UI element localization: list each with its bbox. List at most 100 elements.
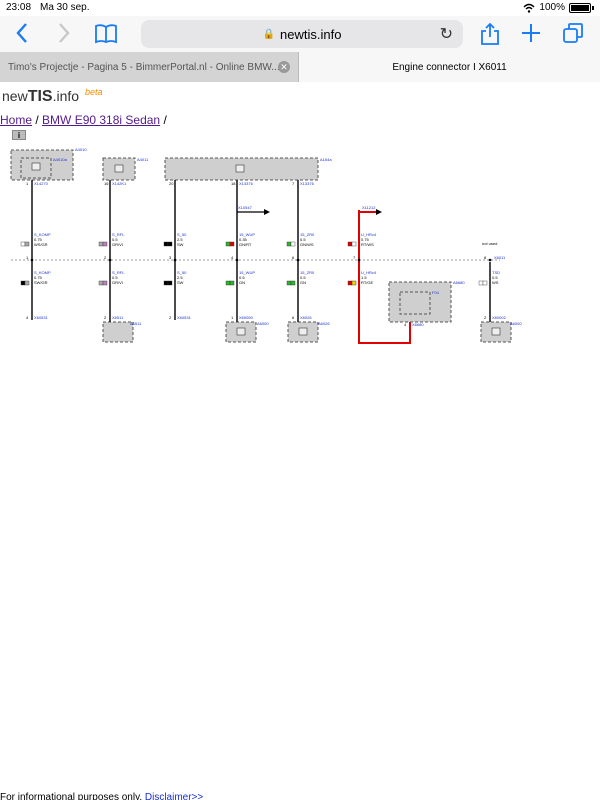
wire-color-swatch <box>286 280 292 286</box>
wire-color-swatch <box>482 280 488 286</box>
pin-number: 2 <box>484 315 487 320</box>
close-icon[interactable]: ✕ <box>278 61 290 73</box>
wiring-diagram: A4010 A4010a A4011 A164a X10547 X11212 A… <box>10 147 522 344</box>
not-used-note: not used <box>482 241 497 246</box>
component-label: F04 <box>432 290 440 295</box>
signal-label: S_50 <box>177 232 187 237</box>
wire-color-code: RT/GE <box>361 280 373 285</box>
connector-pin-dot <box>173 258 177 262</box>
signal-label: S_KOMP <box>34 270 51 275</box>
wifi-icon <box>523 3 535 13</box>
wire-color-swatch <box>351 280 357 286</box>
signal-label: TSD <box>492 270 500 275</box>
component-label: A6680 <box>453 280 465 285</box>
component-label: A164a <box>320 157 332 162</box>
pin-number: 20 <box>169 181 174 186</box>
chevron-right-icon[interactable] <box>58 22 70 49</box>
wire-size: 0.35 <box>239 237 248 242</box>
tab-bimmerportal[interactable]: Timo's Projectje - Pagina 5 - BimmerPort… <box>0 52 299 82</box>
browser-toolbar: 🔒 newtis.info ↻ <box>0 16 600 52</box>
wire-color-code: GN <box>239 280 245 285</box>
wire-size: 0.5 <box>300 275 306 280</box>
tabs-icon[interactable] <box>562 22 584 49</box>
wire-size: 0.75 <box>34 237 43 242</box>
wire-u-hrv4-red[interactable] <box>358 210 411 344</box>
component-symbol <box>491 327 501 336</box>
wire-color-swatch <box>102 241 108 247</box>
signal-label: 15_ZR0 <box>300 232 315 237</box>
wire-size: 2.5 <box>177 275 183 280</box>
signal-label: 15_WUP <box>239 270 255 275</box>
pin-number: 4 <box>26 315 29 320</box>
connector-label: X13376 <box>300 181 315 186</box>
wire-color-swatch <box>225 241 231 247</box>
wire-size: 2.5 <box>177 237 183 242</box>
signal-label: 15_WUP <box>239 232 255 237</box>
reload-icon[interactable]: ↻ <box>439 26 453 43</box>
chevron-left-icon[interactable] <box>16 22 28 49</box>
status-bar: 23:08 Ma 30 sep. 100% <box>0 0 600 16</box>
info-icon[interactable]: i <box>12 130 26 140</box>
wire-color-code: WS/GR <box>34 242 48 247</box>
tab-engine-connector[interactable]: Engine connector I X6011 <box>299 52 600 82</box>
connector-label: X6011 <box>494 255 506 260</box>
connector-pin-dot <box>108 258 112 262</box>
component-symbol <box>236 327 246 336</box>
logo-suffix: .info <box>52 88 80 104</box>
pin-number: 2 <box>104 315 107 320</box>
wire-color-code: GR/VI <box>112 280 123 285</box>
signal-label: S_RFL <box>112 232 125 237</box>
wire-color-swatch <box>229 280 235 286</box>
wire-size: 0.75 <box>34 275 43 280</box>
wire-color-swatch <box>167 280 173 286</box>
share-icon[interactable] <box>480 22 500 51</box>
wire-color-code: GN <box>300 280 306 285</box>
wire-color-code: SW/GR <box>34 280 48 285</box>
connector-label: X60531 <box>177 315 192 320</box>
wire-size: 0.5 <box>239 275 245 280</box>
wire-size: 1.5 <box>361 275 367 280</box>
disclaimer-link[interactable]: Disclaimer>> <box>144 792 204 800</box>
arrow-right-icon <box>376 209 382 215</box>
signal-label: U_HRv4 <box>361 232 377 237</box>
plus-icon[interactable] <box>520 22 542 49</box>
battery-icon <box>569 2 591 13</box>
wire-color-swatch <box>167 241 173 247</box>
pin-number: 4 <box>404 322 407 327</box>
component-label: A6000 <box>257 321 269 326</box>
pin-number: 7 <box>353 255 356 260</box>
connector-pin-dot <box>357 258 361 262</box>
wire-color-swatch <box>225 280 231 286</box>
wire-color-swatch <box>478 280 484 286</box>
connector-label: X14270 <box>34 181 49 186</box>
connector-pin-dot <box>30 258 34 262</box>
component-symbol <box>298 327 308 336</box>
address-bar[interactable]: 🔒 newtis.info ↻ <box>141 20 463 48</box>
pin-number: 8 <box>484 255 487 260</box>
component-label: A4011 <box>137 157 149 162</box>
wire-color-swatch <box>98 241 104 247</box>
component-box-a6511[interactable] <box>102 321 134 343</box>
wire-color-swatch <box>290 280 296 286</box>
component-inner-box <box>399 291 431 315</box>
pin-number: 1 <box>26 255 29 260</box>
breadcrumb-model[interactable]: BMW E90 318i Sedan <box>42 113 161 127</box>
pin-number: 1 <box>231 315 234 320</box>
connector-label: X142K1 <box>112 181 127 186</box>
connector-pin-dot <box>488 258 492 262</box>
book-icon[interactable] <box>94 24 118 49</box>
breadcrumb-home[interactable]: Home <box>0 113 33 127</box>
connector-label: X6680 <box>412 322 424 327</box>
wire-color-swatch <box>163 241 169 247</box>
connector-pin-dot <box>235 258 239 262</box>
component-symbol <box>31 162 41 171</box>
url-text: newtis.info <box>280 26 342 42</box>
tab-bar: Timo's Projectje - Pagina 5 - BimmerPort… <box>0 52 600 82</box>
wire-color-code: SW <box>177 280 184 285</box>
component-label: A6000 <box>510 321 522 326</box>
component-label: A6026 <box>318 321 330 326</box>
tab-label: Timo's Projectje - Pagina 5 - BimmerPort… <box>8 61 280 73</box>
wire-color-swatch <box>24 280 30 286</box>
